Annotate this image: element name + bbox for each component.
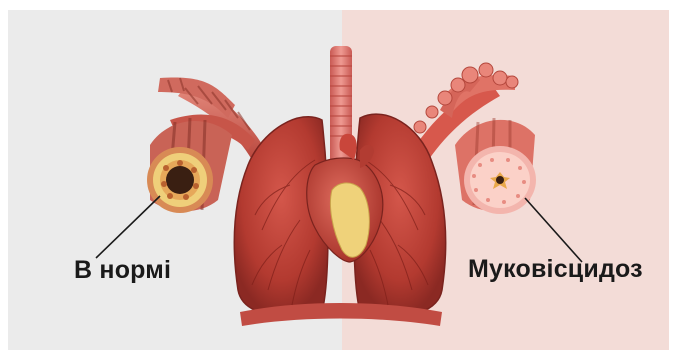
label-cystic-fibrosis: Муковісцидоз xyxy=(468,255,643,284)
label-normal: В нормі xyxy=(74,256,171,285)
healthy-airway-cross-section-icon xyxy=(147,147,213,213)
mucus-clogged-airway-cross-section-icon xyxy=(464,146,536,214)
